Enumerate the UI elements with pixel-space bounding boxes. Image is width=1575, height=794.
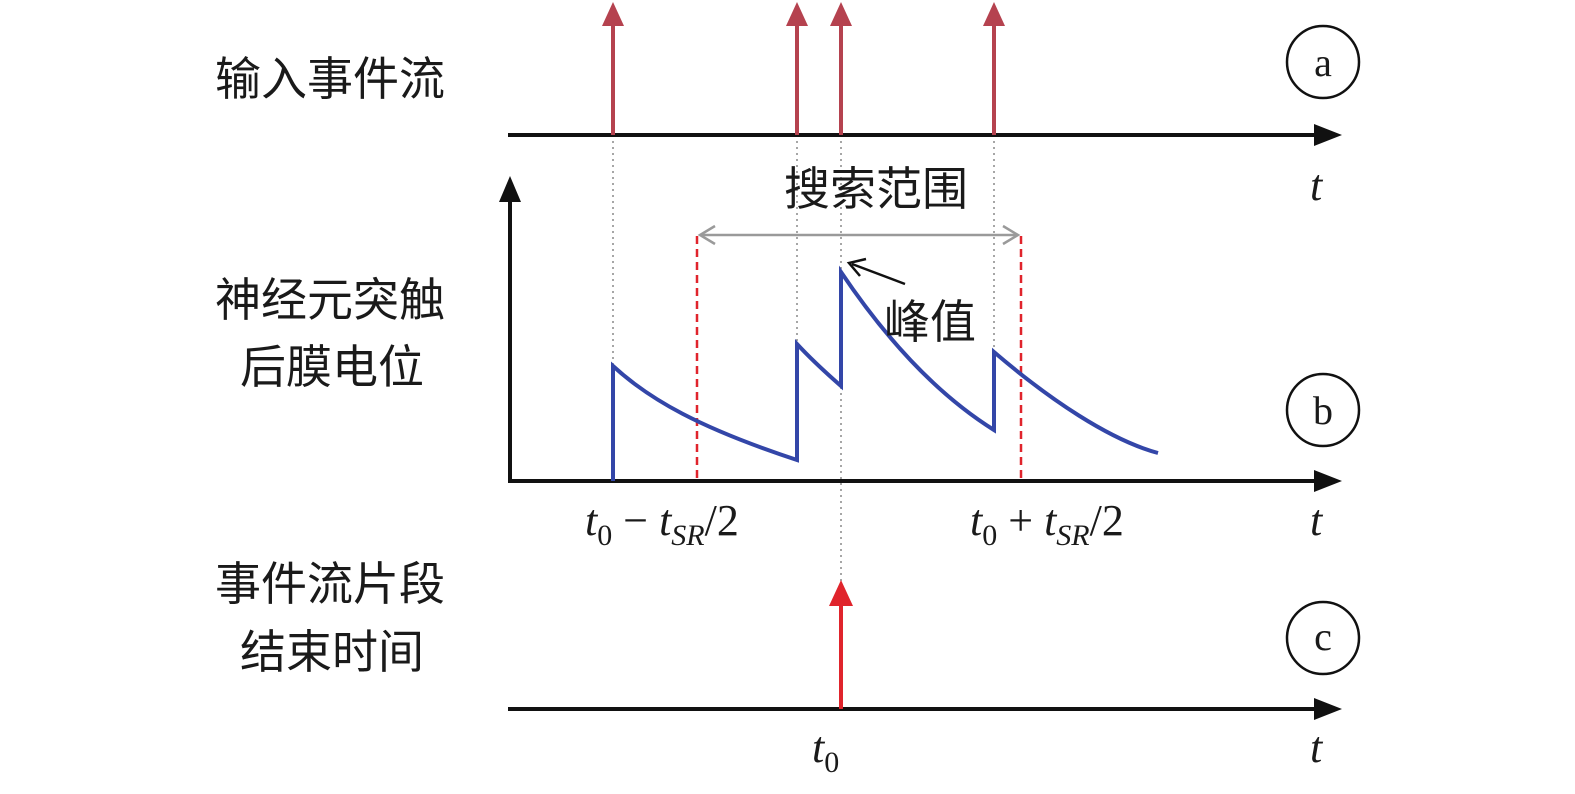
row-b-x-arrowhead (1314, 470, 1342, 492)
row-b-axes (499, 176, 1342, 492)
label-postsynaptic-line2: 后膜电位 (240, 340, 424, 394)
marker-c: c (1285, 600, 1361, 676)
label-postsynaptic-line1: 神经元突触 (215, 273, 445, 327)
label-t0: t0 (812, 723, 839, 779)
peak-pointer-arrow (846, 257, 906, 286)
time-label-row-c: t (1310, 723, 1324, 772)
input-event-arrows (602, 2, 1005, 135)
input-event-arrow-2 (786, 2, 808, 135)
row-a-axis (508, 124, 1342, 146)
row-c-axis (508, 698, 1342, 720)
time-label-row-a: t (1310, 161, 1324, 210)
row-a-axis-arrowhead (1314, 124, 1342, 146)
label-peak: 峰值 (884, 295, 976, 349)
label-segment-end-line2: 结束时间 (240, 625, 424, 679)
label-upper-bound: t0 + tSR/2 (970, 496, 1124, 552)
time-label-row-b: t (1310, 496, 1324, 545)
row-c-axis-arrowhead (1314, 698, 1342, 720)
segment-end-arrow (829, 580, 853, 709)
search-range-arrow (697, 224, 1021, 246)
label-input-event-stream: 输入事件流 (215, 52, 445, 106)
input-event-arrow-4 (983, 2, 1005, 135)
marker-a-label: a (1314, 40, 1332, 85)
label-lower-bound: t0 − tSR/2 (585, 496, 739, 552)
input-event-arrow-1 (602, 2, 624, 135)
label-search-range: 搜索范围 (784, 162, 968, 216)
row-b-y-arrowhead (499, 176, 521, 202)
label-segment-end-line1: 事件流片段 (215, 557, 445, 611)
postsynaptic-potential-curve (611, 265, 1159, 481)
marker-b: b (1285, 372, 1361, 448)
marker-a: a (1285, 24, 1361, 100)
input-event-arrow-3 (830, 2, 852, 135)
marker-b-label: b (1313, 388, 1333, 433)
marker-c-label: c (1314, 614, 1332, 659)
search-range-bounds (695, 236, 1023, 481)
guide-lines (612, 135, 995, 600)
